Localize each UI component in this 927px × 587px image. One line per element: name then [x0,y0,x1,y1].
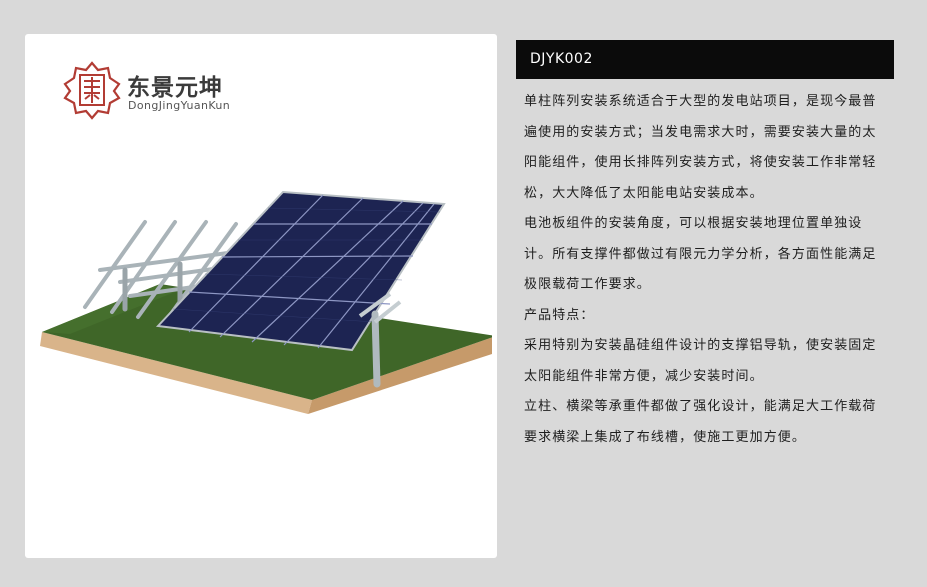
brand-name-en: DongJingYuanKun [128,99,231,112]
features-heading: 产品特点： [524,307,595,323]
solar-panel-array-icon [40,190,492,414]
brand-logo: 东景元坤 DongJingYuanKun [61,60,261,120]
description-paragraph: 电池板组件的安装角度，可以根据安装地理位置单独设计。所有支撑件都做过有限元力学分… [524,216,877,292]
brand-name-cn: 东景元坤 [127,75,223,101]
product-image-card: 东景元坤 DongJingYuanKun [25,34,497,558]
description-paragraph: 单柱阵列安装系统适合于大型的发电站项目，是现今最普遍使用的安装方式；当发电需求大… [524,94,877,201]
seal-logo-icon [63,61,121,120]
product-description: 单柱阵列安装系统适合于大型的发电站项目，是现今最普遍使用的安装方式；当发电需求大… [524,87,882,453]
feature-item: 采用特别为安装晶硅组件设计的支撑铝导轨，使安装固定太阳能组件非常方便，减少安装时… [524,338,877,384]
feature-item: 立柱、横梁等承重件都做了强化设计，能满足大工作载荷要求横梁上集成了布线槽，使施工… [524,399,877,445]
product-code-bar: DJYK002 [516,40,894,79]
